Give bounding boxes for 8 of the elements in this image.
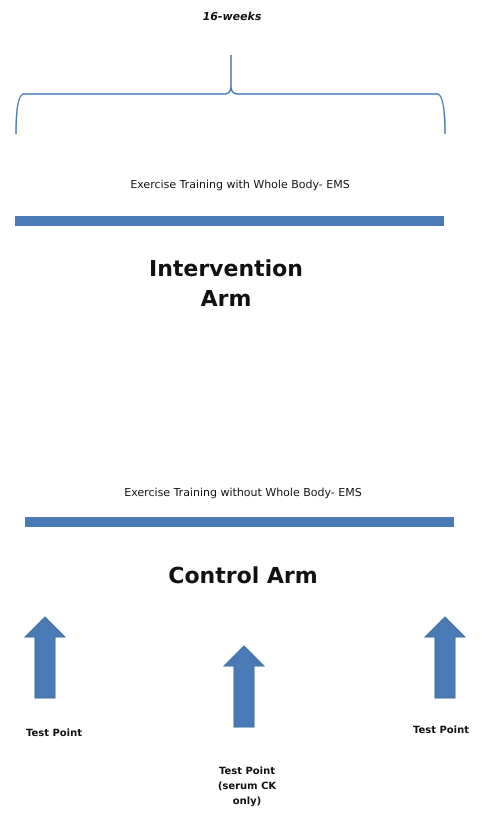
arm-description: Exercise Training without Whole Body- EMS xyxy=(124,486,362,499)
test-point-label: Test Point xyxy=(412,725,469,736)
test-point-label: Test Point xyxy=(26,728,82,739)
arm-title: Intervention Arm xyxy=(149,257,303,312)
arm-title: Control Arm xyxy=(168,564,318,589)
test-point-label: Test Point (serum CK only) xyxy=(218,766,276,807)
duration-label: 16-weeks xyxy=(202,10,262,23)
arm-description: Exercise Training with Whole Body- EMS xyxy=(130,178,350,191)
